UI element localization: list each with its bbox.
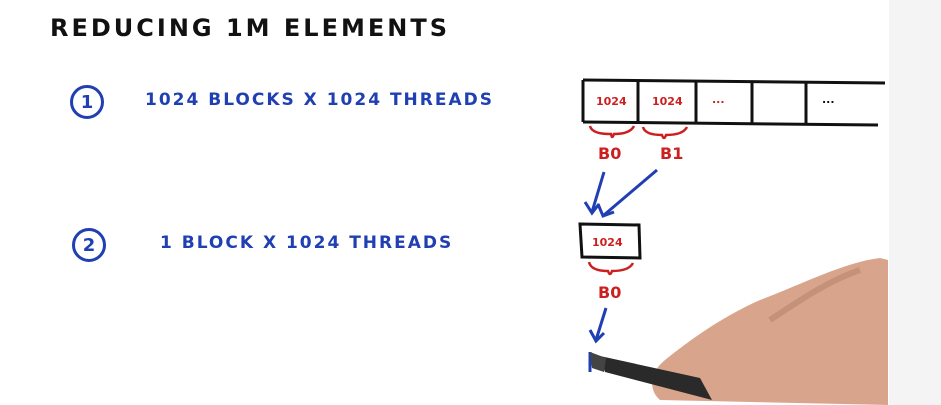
single-block-outline [578, 222, 642, 260]
cell-ellipsis: ... [712, 93, 725, 106]
cell-ellipsis: ... [822, 93, 835, 106]
cell-label: 1024 [596, 95, 627, 108]
frame-edge [889, 0, 941, 405]
step-2-text: 1 block x 1024 threads [160, 233, 454, 253]
single-cell-label: 1024 [592, 236, 623, 249]
hand-with-marker [590, 258, 888, 405]
single-brace-label: B0 [598, 283, 622, 302]
single-block-brace [587, 261, 635, 276]
brace-label-b1: B1 [660, 144, 684, 163]
page-title: Reducing 1M Elements [50, 14, 451, 42]
block-array-outline [581, 78, 886, 127]
step-1-text: 1024 blocks x 1024 threads [145, 90, 494, 110]
step-1-number: 1 [70, 85, 104, 119]
brace-label-b0: B0 [598, 144, 622, 163]
reduce-arrows [583, 168, 658, 218]
cell-label: 1024 [652, 95, 683, 108]
brace-b1 [641, 126, 689, 140]
block-braces [588, 125, 689, 140]
result-arrow [588, 307, 608, 372]
step-2-number: 2 [72, 228, 106, 262]
brace-b0 [588, 125, 636, 139]
